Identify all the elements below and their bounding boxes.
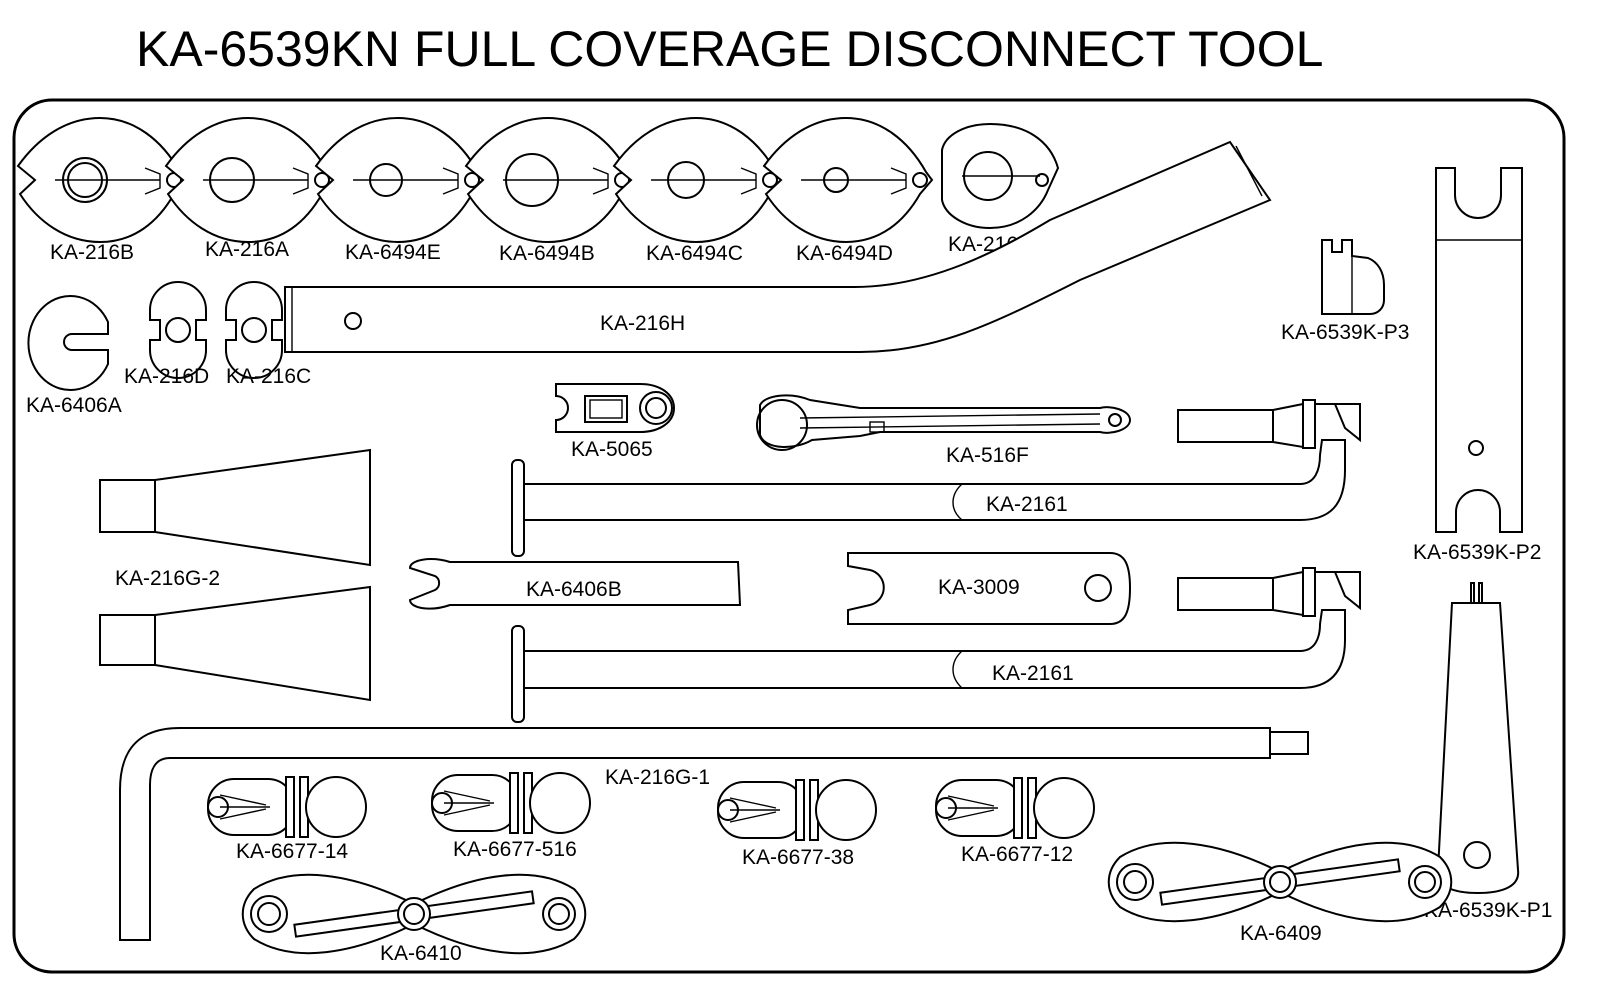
- tray-outline: [12, 98, 1566, 974]
- label-ka-216g-2: KA-216G-2: [115, 567, 220, 590]
- page-title: KA-6539KN FULL COVERAGE DISCONNECT TOOL: [136, 21, 1323, 77]
- tool-ka-6539k-p2: [1435, 167, 1523, 533]
- tool-ka-216d: [149, 281, 207, 379]
- tool-ka-216b: [17, 117, 187, 243]
- tool-ka-6494d: [763, 117, 933, 243]
- label-ka-6539k-p2: KA-6539K-P2: [1413, 541, 1541, 564]
- label-ka-3009: KA-3009: [938, 576, 1020, 599]
- tool-ka-6406b: [408, 558, 742, 610]
- label-ka-6406b: KA-6406B: [526, 578, 622, 601]
- label-ka-216c: KA-216C: [226, 365, 311, 388]
- label-ka-6494c: KA-6494C: [646, 242, 743, 265]
- label-ka-6494b: KA-6494B: [499, 242, 595, 265]
- tool-ka-6539k-p1: [1436, 582, 1520, 895]
- tool-ka-6494e: [315, 117, 485, 243]
- label-ka-6539k-p1: KA-6539K-P1: [1424, 899, 1552, 922]
- tool-ka-6494c: [613, 117, 783, 243]
- tool-ka-216g-2: [99, 448, 371, 702]
- label-ka-6406a: KA-6406A: [26, 394, 122, 417]
- label-ka-6677-516: KA-6677-516: [453, 838, 577, 861]
- label-ka-6410: KA-6410: [380, 942, 462, 965]
- tool-ka-216a: [165, 117, 335, 243]
- label-ka-2161-top: KA-2161: [986, 493, 1068, 516]
- tool-ka-6539k-p3: [1321, 239, 1385, 315]
- label-ka-216d: KA-216D: [124, 365, 209, 388]
- label-ka-6494e: KA-6494E: [345, 241, 441, 264]
- label-ka-6677-38: KA-6677-38: [742, 846, 854, 869]
- tool-ka-216h: [284, 140, 1272, 353]
- label-ka-6539k-p3: KA-6539K-P3: [1281, 321, 1409, 344]
- label-ka-6494d: KA-6494D: [796, 242, 893, 265]
- label-ka-6677-12: KA-6677-12: [961, 843, 1073, 866]
- tool-ka-516f: [756, 394, 1132, 451]
- label-ka-216a: KA-216A: [205, 238, 289, 261]
- tool-ka-216e: [941, 122, 1060, 230]
- tool-ka-6677-38: [717, 779, 877, 841]
- tool-ka-5065: [555, 383, 676, 433]
- tool-ka-216g-1: [119, 727, 1309, 941]
- tool-ka-6406a: [27, 295, 109, 391]
- label-ka-516f: KA-516F: [946, 444, 1029, 467]
- label-ka-216g-1: KA-216G-1: [605, 766, 710, 789]
- tool-ka-6409: [1107, 841, 1453, 923]
- label-ka-5065: KA-5065: [571, 438, 653, 461]
- label-ka-216h: KA-216H: [600, 312, 685, 335]
- tool-ka-6677-12: [935, 777, 1095, 839]
- tool-ka-6494b: [465, 117, 635, 243]
- label-ka-2161-bottom: KA-2161: [992, 662, 1074, 685]
- label-ka-6409: KA-6409: [1240, 922, 1322, 945]
- label-ka-216b: KA-216B: [50, 241, 134, 264]
- tool-ka-6677-516: [431, 772, 591, 834]
- tool-ka-6677-14: [207, 776, 367, 838]
- tool-ka-216c: [225, 281, 283, 379]
- label-ka-6677-14: KA-6677-14: [236, 840, 348, 863]
- tool-ka-3009: [847, 552, 1132, 625]
- tool-ka-2161-bottom: [511, 567, 1361, 723]
- tool-ka-2161-top: [511, 399, 1361, 557]
